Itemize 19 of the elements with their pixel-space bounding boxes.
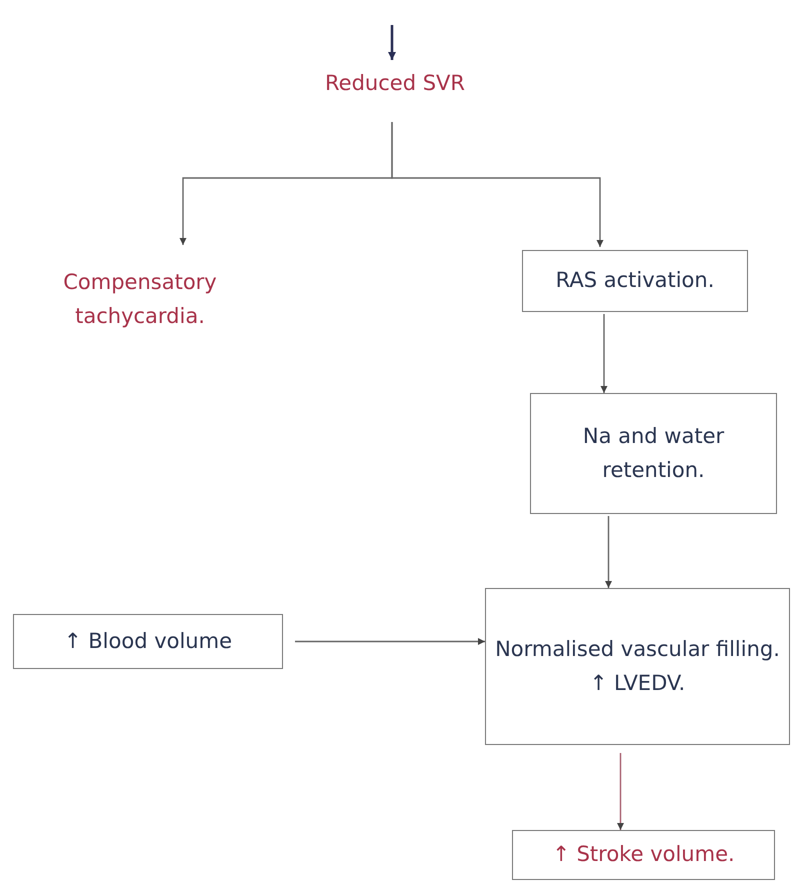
box-text: ↑ LVEDV.: [590, 670, 686, 696]
arrow: [295, 638, 485, 645]
process-box: [522, 250, 748, 312]
process-box: [485, 588, 790, 745]
process-label: Compensatory tachycardia.: [62, 269, 218, 330]
process-box: [13, 614, 283, 669]
box-text: Normalised vascular filling.: [495, 636, 780, 663]
arrow: [388, 25, 396, 60]
arrow: [617, 753, 624, 830]
arrow: [605, 516, 612, 588]
box-text: Na and water retention.: [582, 422, 726, 484]
outcome-box: [512, 830, 775, 880]
arrow: [600, 314, 608, 393]
process-box: [530, 393, 777, 514]
box-text: ↑ Stroke volume.: [552, 841, 735, 868]
box-text: RAS activation.: [556, 267, 714, 294]
arrow: [391, 122, 604, 247]
process-label: Reduced SVR: [325, 70, 465, 98]
box-text: ↑ Blood volume: [64, 628, 232, 655]
